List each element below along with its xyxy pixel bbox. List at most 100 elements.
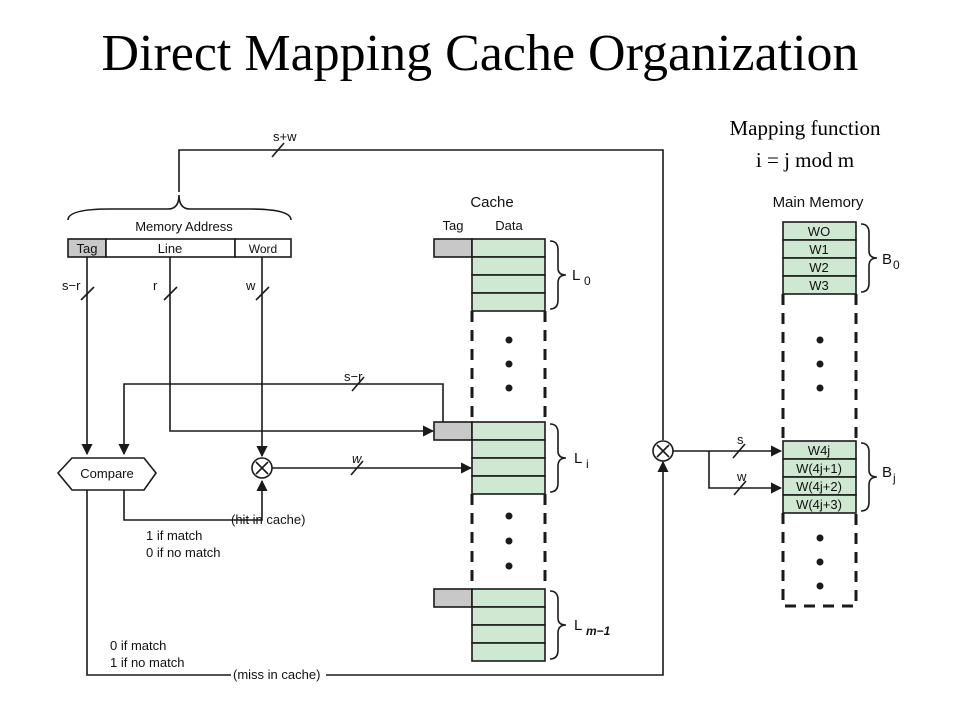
hit-label: (hit in cache) bbox=[231, 512, 305, 527]
line-width-label: r bbox=[153, 278, 158, 293]
cache-line-m1-word-1 bbox=[471, 606, 546, 626]
memory-s-label: s bbox=[737, 432, 744, 447]
bus-width-tick bbox=[271, 142, 285, 158]
block-j-subscript: j bbox=[892, 471, 896, 485]
cache-line-0-brace bbox=[549, 240, 567, 310]
miss-label-bg bbox=[231, 665, 326, 683]
cache-line-m1-brace bbox=[549, 590, 567, 660]
ellipsis-dot bbox=[816, 384, 824, 392]
address-width-label: s+w bbox=[273, 129, 297, 144]
ellipsis-dot bbox=[505, 537, 513, 545]
cache-line-i-word-0 bbox=[471, 421, 546, 441]
cache-line-m1-name: L bbox=[574, 617, 582, 634]
memory-word-label: W(4j+3) bbox=[796, 497, 842, 512]
memory-select-gate: s w bbox=[652, 432, 783, 496]
memory-word-label: WO bbox=[808, 224, 830, 239]
ellipsis-dot bbox=[816, 558, 824, 566]
ellipsis-dot bbox=[505, 512, 513, 520]
main-memory-title: Main Memory bbox=[773, 194, 864, 211]
memory-dash-bottom bbox=[781, 513, 858, 608]
ellipsis-dot bbox=[816, 336, 824, 344]
cache-line-0-word-0 bbox=[471, 238, 546, 258]
memory-word-label: W(4j+2) bbox=[796, 479, 842, 494]
memory-address-brace bbox=[67, 194, 292, 221]
cache-line-i-subscript: i bbox=[586, 457, 589, 471]
mapping-function-formula: i = j mod m bbox=[755, 148, 855, 172]
mapping-function-title: Mapping function bbox=[729, 116, 881, 140]
memory-word bbox=[782, 275, 857, 295]
tag-bus-tick bbox=[80, 286, 95, 301]
memory-w-bus bbox=[708, 451, 783, 494]
cache-line-0-tag bbox=[433, 238, 473, 258]
memory-word-label: W2 bbox=[809, 260, 829, 275]
ellipsis-dot bbox=[505, 336, 513, 344]
field-buses: s−r r w bbox=[62, 257, 435, 458]
memory-gate-cross-b bbox=[656, 444, 670, 458]
line-bus bbox=[169, 257, 435, 437]
block-j-brace bbox=[860, 442, 878, 512]
cache-tag-header: Tag bbox=[443, 218, 464, 233]
tag-width-label: s−r bbox=[62, 278, 81, 293]
ellipsis-dot bbox=[505, 562, 513, 570]
cache-line-0-word-3 bbox=[471, 292, 546, 312]
word-bus-label: w bbox=[352, 451, 363, 466]
cache-tag-bus-label: s−r bbox=[344, 369, 363, 384]
cache: Cache Tag Data L 0 L i bbox=[433, 194, 611, 662]
cache-line-i-word-3 bbox=[471, 475, 546, 495]
block-0-subscript: 0 bbox=[893, 258, 900, 272]
gate-cross-b bbox=[255, 461, 269, 475]
compare-unit: Compare (hit in cache) 1 if match 0 if n… bbox=[56, 457, 669, 683]
cache-line-i-word-1 bbox=[471, 439, 546, 459]
cache-line-0-subscript: 0 bbox=[584, 274, 591, 288]
miss-signal-line bbox=[86, 460, 669, 676]
cache-line-0-word-1 bbox=[471, 256, 546, 276]
cache-tag-bus-tick bbox=[351, 376, 365, 392]
cache-line-m1-subscript: m−1 bbox=[586, 624, 611, 638]
memory-word-label: W3 bbox=[809, 278, 829, 293]
word-width-label: w bbox=[245, 278, 256, 293]
memory-w-bus-tick bbox=[733, 480, 747, 496]
memory-word-label: W(4j+1) bbox=[796, 461, 842, 476]
cache-line-i-name: L bbox=[574, 450, 582, 467]
main-memory: Main Memory WO W1 W2 W3 B 0 W4j W(4j+1) … bbox=[773, 194, 900, 608]
cache-line-i-word-2 bbox=[471, 457, 546, 477]
cache-line-m1-word-0 bbox=[471, 588, 546, 608]
compare-box bbox=[56, 457, 158, 491]
memory-s-bus-tick bbox=[732, 443, 746, 459]
miss-label: (miss in cache) bbox=[233, 667, 320, 682]
memory-word-label: W1 bbox=[809, 242, 829, 257]
word-select-gate: w bbox=[251, 451, 473, 479]
cache-line-m1-word-2 bbox=[471, 624, 546, 644]
cache-tag-bus bbox=[118, 383, 444, 456]
cache-line-0-word-2 bbox=[471, 274, 546, 294]
ellipsis-dot bbox=[505, 360, 513, 368]
line-field-label: Line bbox=[158, 241, 183, 256]
slide-title: Direct Mapping Cache Organization bbox=[101, 25, 859, 82]
word-bus-tick-2 bbox=[350, 460, 364, 476]
block-0-name: B bbox=[882, 251, 892, 268]
memory-address-title: Memory Address bbox=[135, 219, 233, 234]
address-bus-line bbox=[178, 149, 664, 440]
memory-address: s+w Memory Address Tag Line Word bbox=[67, 129, 664, 440]
cache-line-i-tag bbox=[433, 421, 473, 441]
ellipsis-dot bbox=[816, 582, 824, 590]
cache-title: Cache bbox=[470, 194, 513, 211]
cache-line-0-name: L bbox=[572, 267, 580, 284]
hit-signal-line bbox=[123, 479, 268, 521]
memory-w-label: w bbox=[736, 469, 747, 484]
hit-line-2: 0 if no match bbox=[146, 545, 220, 560]
word-field bbox=[234, 238, 292, 258]
hit-line-1: 1 if match bbox=[146, 528, 202, 543]
tag-field-label: Tag bbox=[77, 241, 98, 256]
block-j-name: B bbox=[882, 464, 892, 481]
cache-line-m1-tag bbox=[433, 588, 473, 608]
ellipsis-dot bbox=[505, 384, 513, 392]
cache-data-header: Data bbox=[495, 218, 523, 233]
block-0-brace bbox=[860, 223, 878, 293]
memory-word bbox=[782, 494, 857, 514]
miss-line-2: 1 if no match bbox=[110, 655, 184, 670]
ellipsis-dot bbox=[816, 360, 824, 368]
miss-line-1: 0 if match bbox=[110, 638, 166, 653]
